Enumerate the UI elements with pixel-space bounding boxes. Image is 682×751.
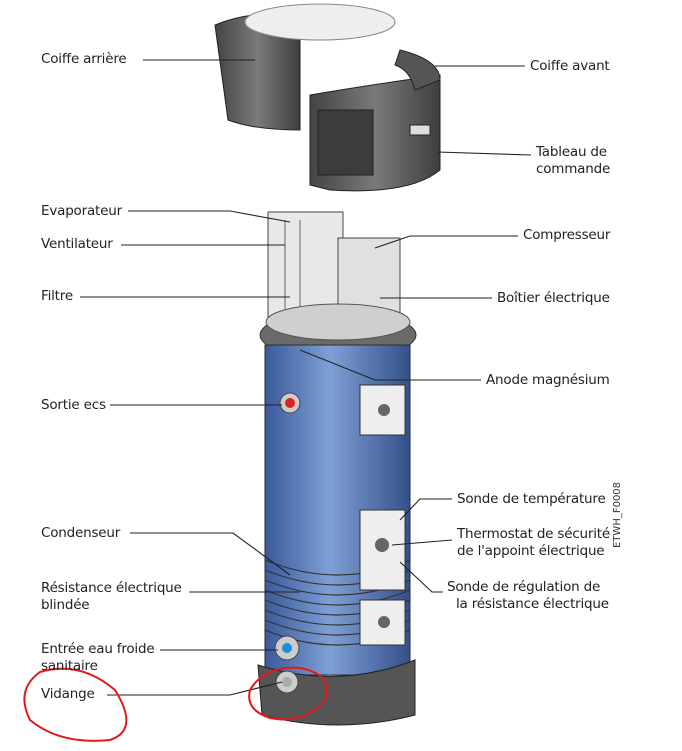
- rear-cover: [214, 3, 396, 131]
- label-sortie-ecs: Sortie ecs: [41, 397, 106, 413]
- front-cover: [309, 49, 441, 192]
- label-sonde-temp: Sonde de température: [457, 491, 606, 507]
- label-entree-1: Entrée eau froide: [41, 641, 155, 657]
- label-condenseur: Condenseur: [41, 525, 121, 541]
- label-coiffe-avant: Coiffe avant: [530, 58, 610, 74]
- label-thermostat-1: Thermostat de sécurité: [457, 526, 610, 542]
- label-tableau-2: commande: [536, 161, 611, 177]
- label-ventilateur: Ventilateur: [41, 236, 113, 252]
- figure-code: ETWH_F0008: [612, 481, 623, 548]
- leader-lines: [80, 59, 532, 696]
- label-evaporateur: Evaporateur: [41, 203, 122, 219]
- label-filtre: Filtre: [41, 288, 73, 304]
- label-entree-2: sanitaire: [41, 658, 98, 674]
- label-coiffe-arriere: Coiffe arrière: [41, 51, 127, 67]
- label-resistance-2: blindée: [41, 597, 90, 613]
- label-sonde-reg-2: la résistance électrique: [456, 596, 609, 612]
- label-thermostat-2: de l'appoint électrique: [457, 543, 605, 559]
- label-anode: Anode magnésium: [486, 372, 610, 388]
- red-circle-annotations: [23, 666, 329, 742]
- label-tableau-1: Tableau de: [536, 144, 607, 160]
- label-compresseur: Compresseur: [523, 227, 611, 243]
- label-vidange: Vidange: [41, 686, 95, 702]
- label-sonde-reg-1: Sonde de régulation de: [447, 579, 601, 595]
- label-boitier: Boîtier électrique: [497, 290, 610, 306]
- label-resistance-1: Résistance électrique: [41, 580, 182, 596]
